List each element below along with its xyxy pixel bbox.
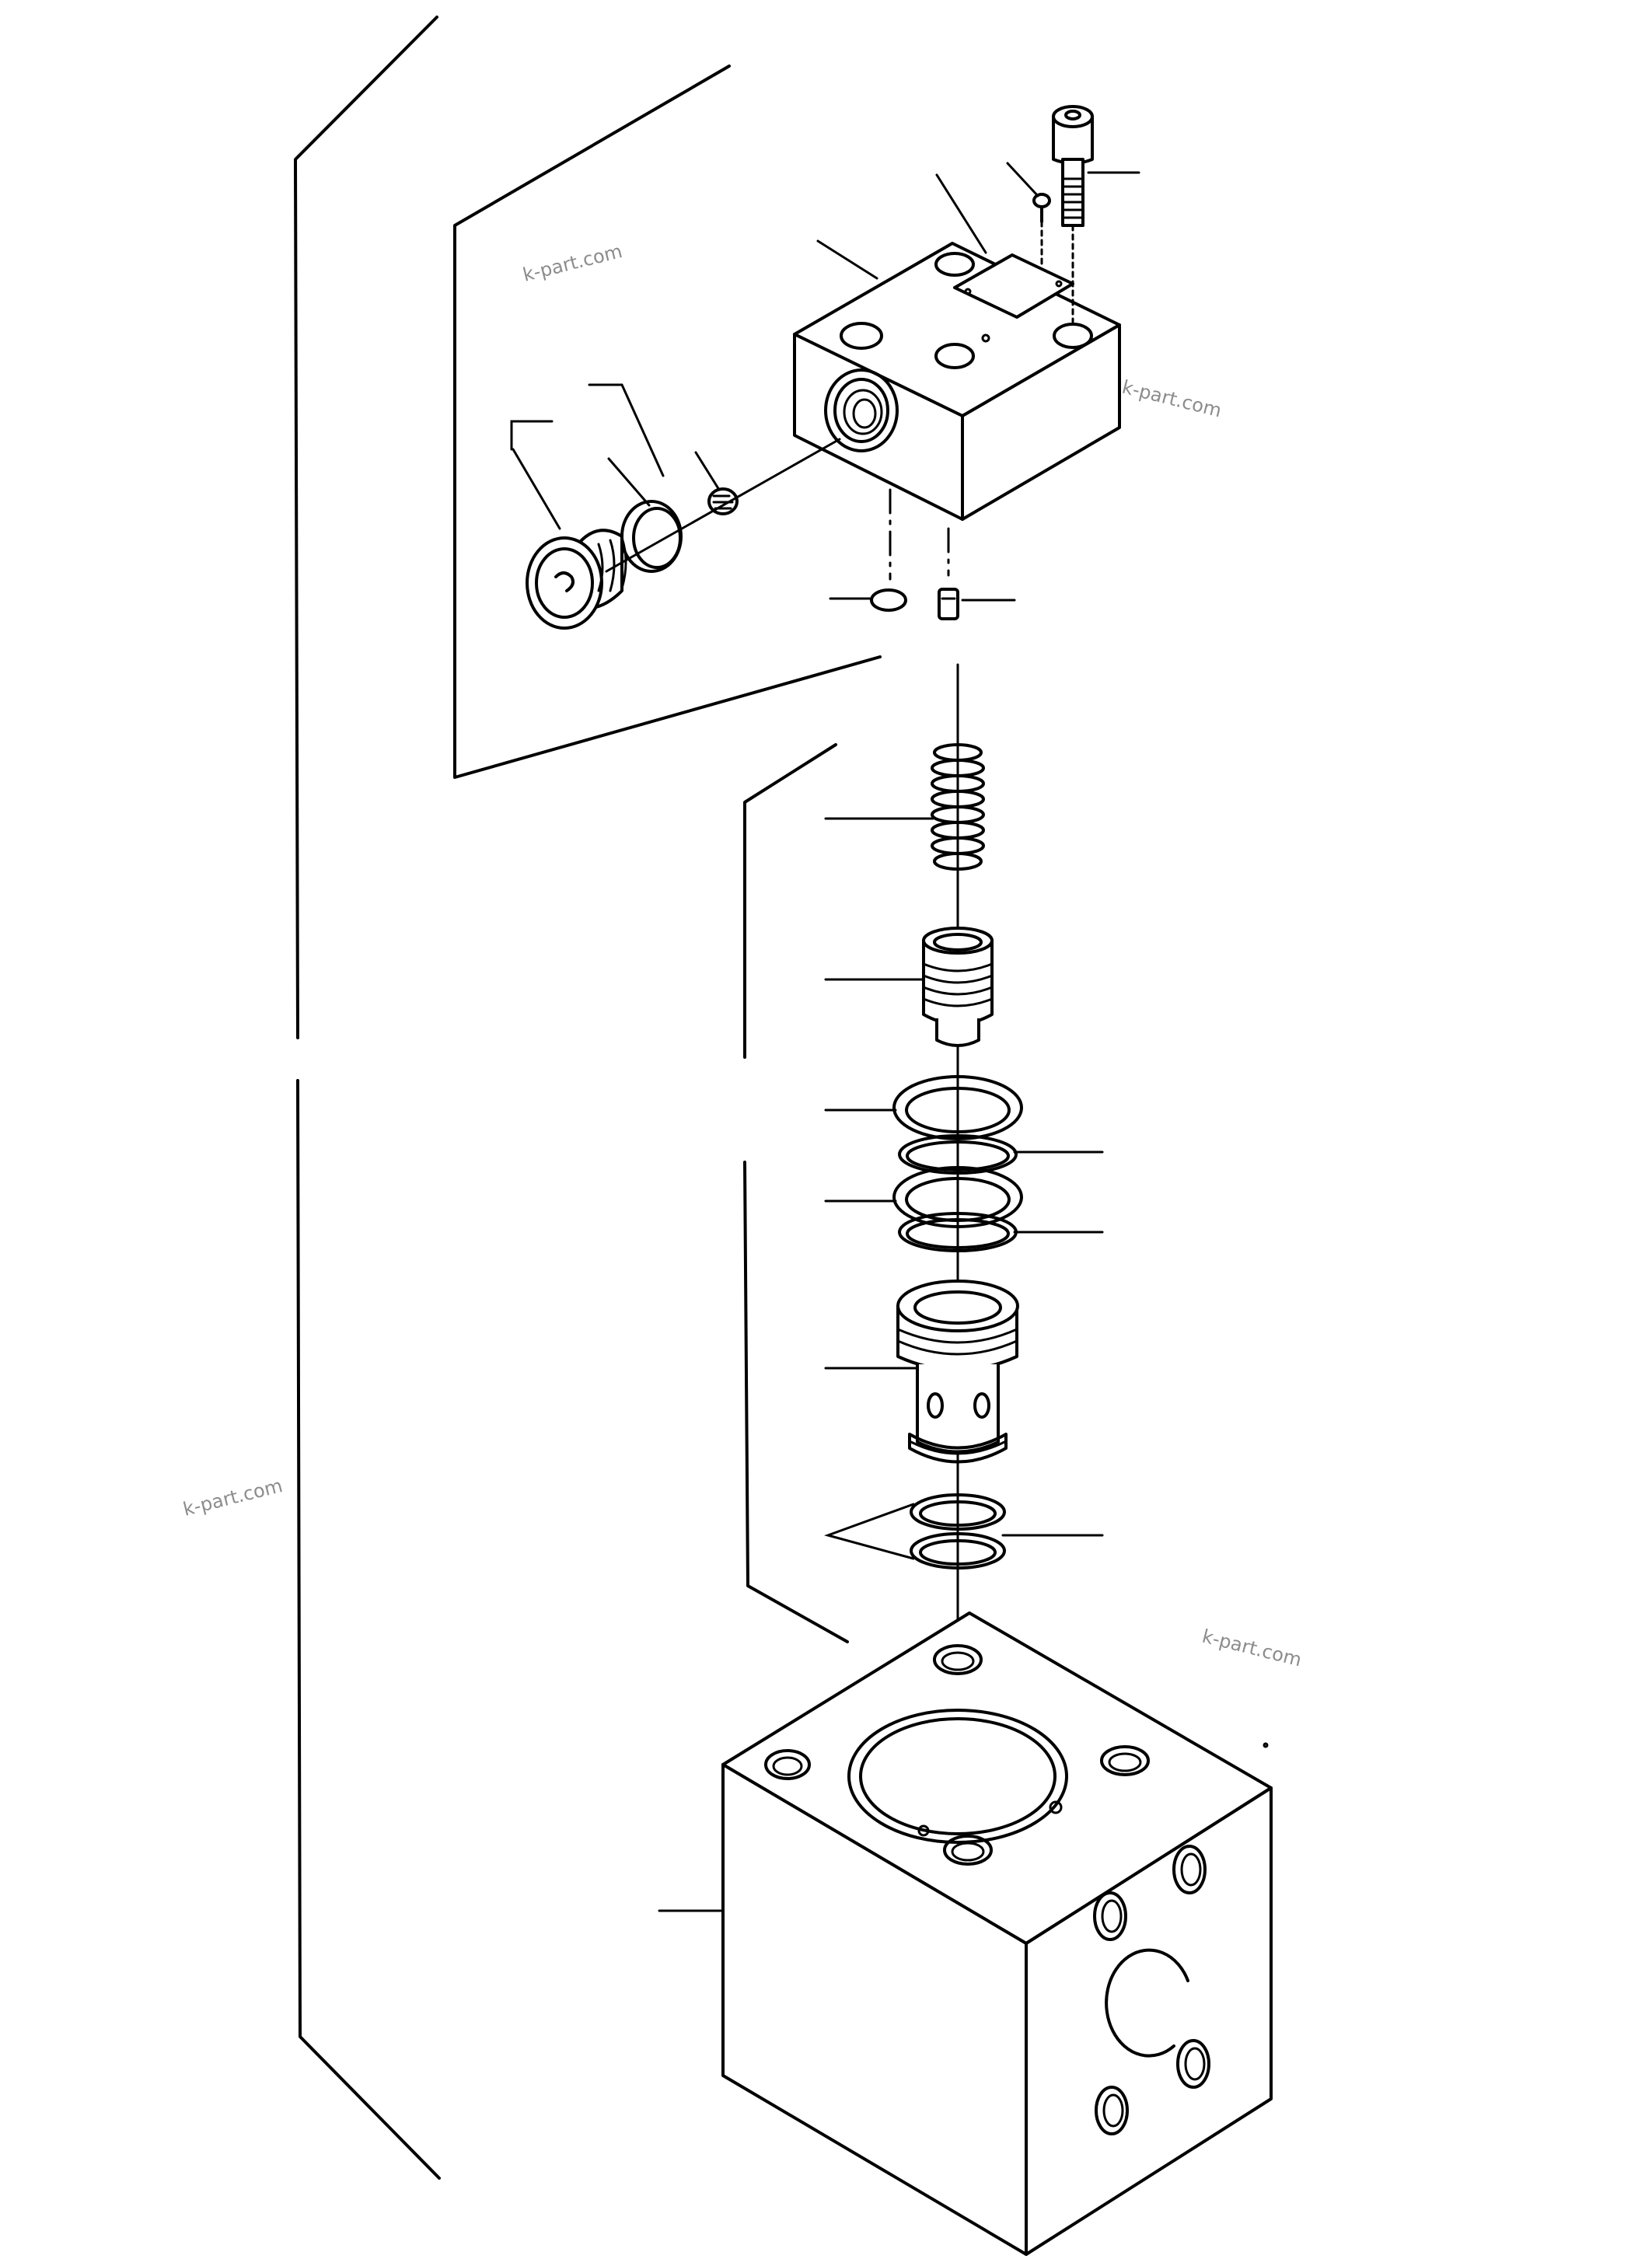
watermark-3: k-part.com [181,1475,285,1521]
pin [1032,193,1051,223]
group-bracket-valve [743,743,849,1643]
plug-axis [605,438,841,573]
poppet [922,927,994,1047]
backup-ring-upper [892,1075,1023,1140]
cap-screw [1052,105,1094,227]
group-bracket-outer [294,16,441,2180]
small-o-ring [870,588,907,612]
group-bracket-cover [453,65,882,779]
leader-seal-rings-left [824,1503,915,1560]
leader-nameplate [935,173,987,254]
valve-body [721,1611,1273,2256]
check-ball [707,487,739,515]
plug [526,529,627,630]
leader-check-ball [694,451,721,491]
o-ring [620,500,683,573]
spring [931,743,985,871]
leader-cover-block [816,239,878,280]
sleeve [896,1280,1019,1464]
plug-bracket [510,383,665,530]
o-ring-upper [898,1134,1018,1175]
leader-pin [1006,162,1039,197]
dowel-pin [938,588,959,620]
watermark-2: k-part.com [1120,376,1224,422]
leader-o-ring [607,457,651,507]
watermark-1: k-part.com [521,240,625,286]
nameplate [953,220,1074,328]
seal-rings [910,1493,1006,1569]
watermark-4: k-part.com [1200,1625,1304,1671]
